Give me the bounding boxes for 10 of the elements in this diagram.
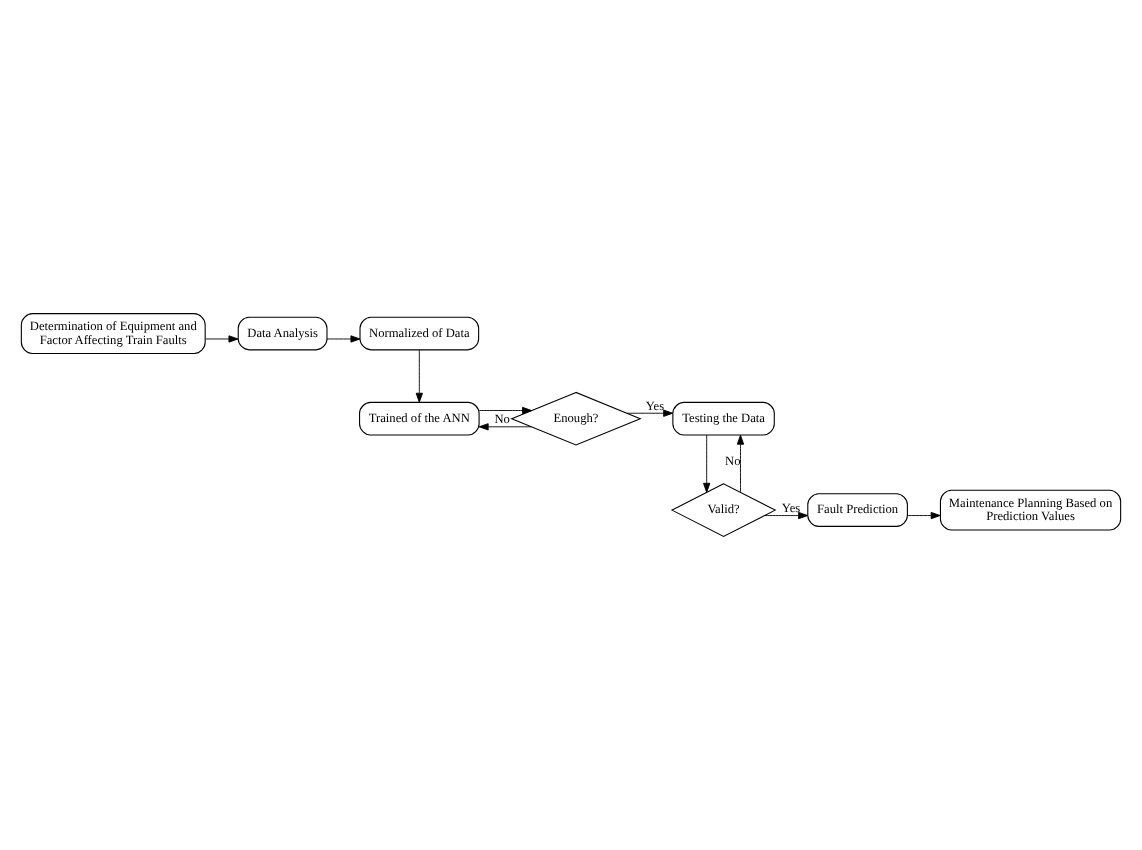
arrow: [204, 335, 239, 343]
arrow: [764, 511, 809, 520]
arrow: [478, 423, 532, 431]
arrow: [626, 409, 674, 417]
arrow: [479, 406, 533, 415]
arrow: [907, 511, 941, 520]
arrow: [326, 335, 361, 343]
arrow: [415, 349, 423, 403]
arrow: [736, 434, 745, 493]
arrow: [703, 434, 711, 493]
